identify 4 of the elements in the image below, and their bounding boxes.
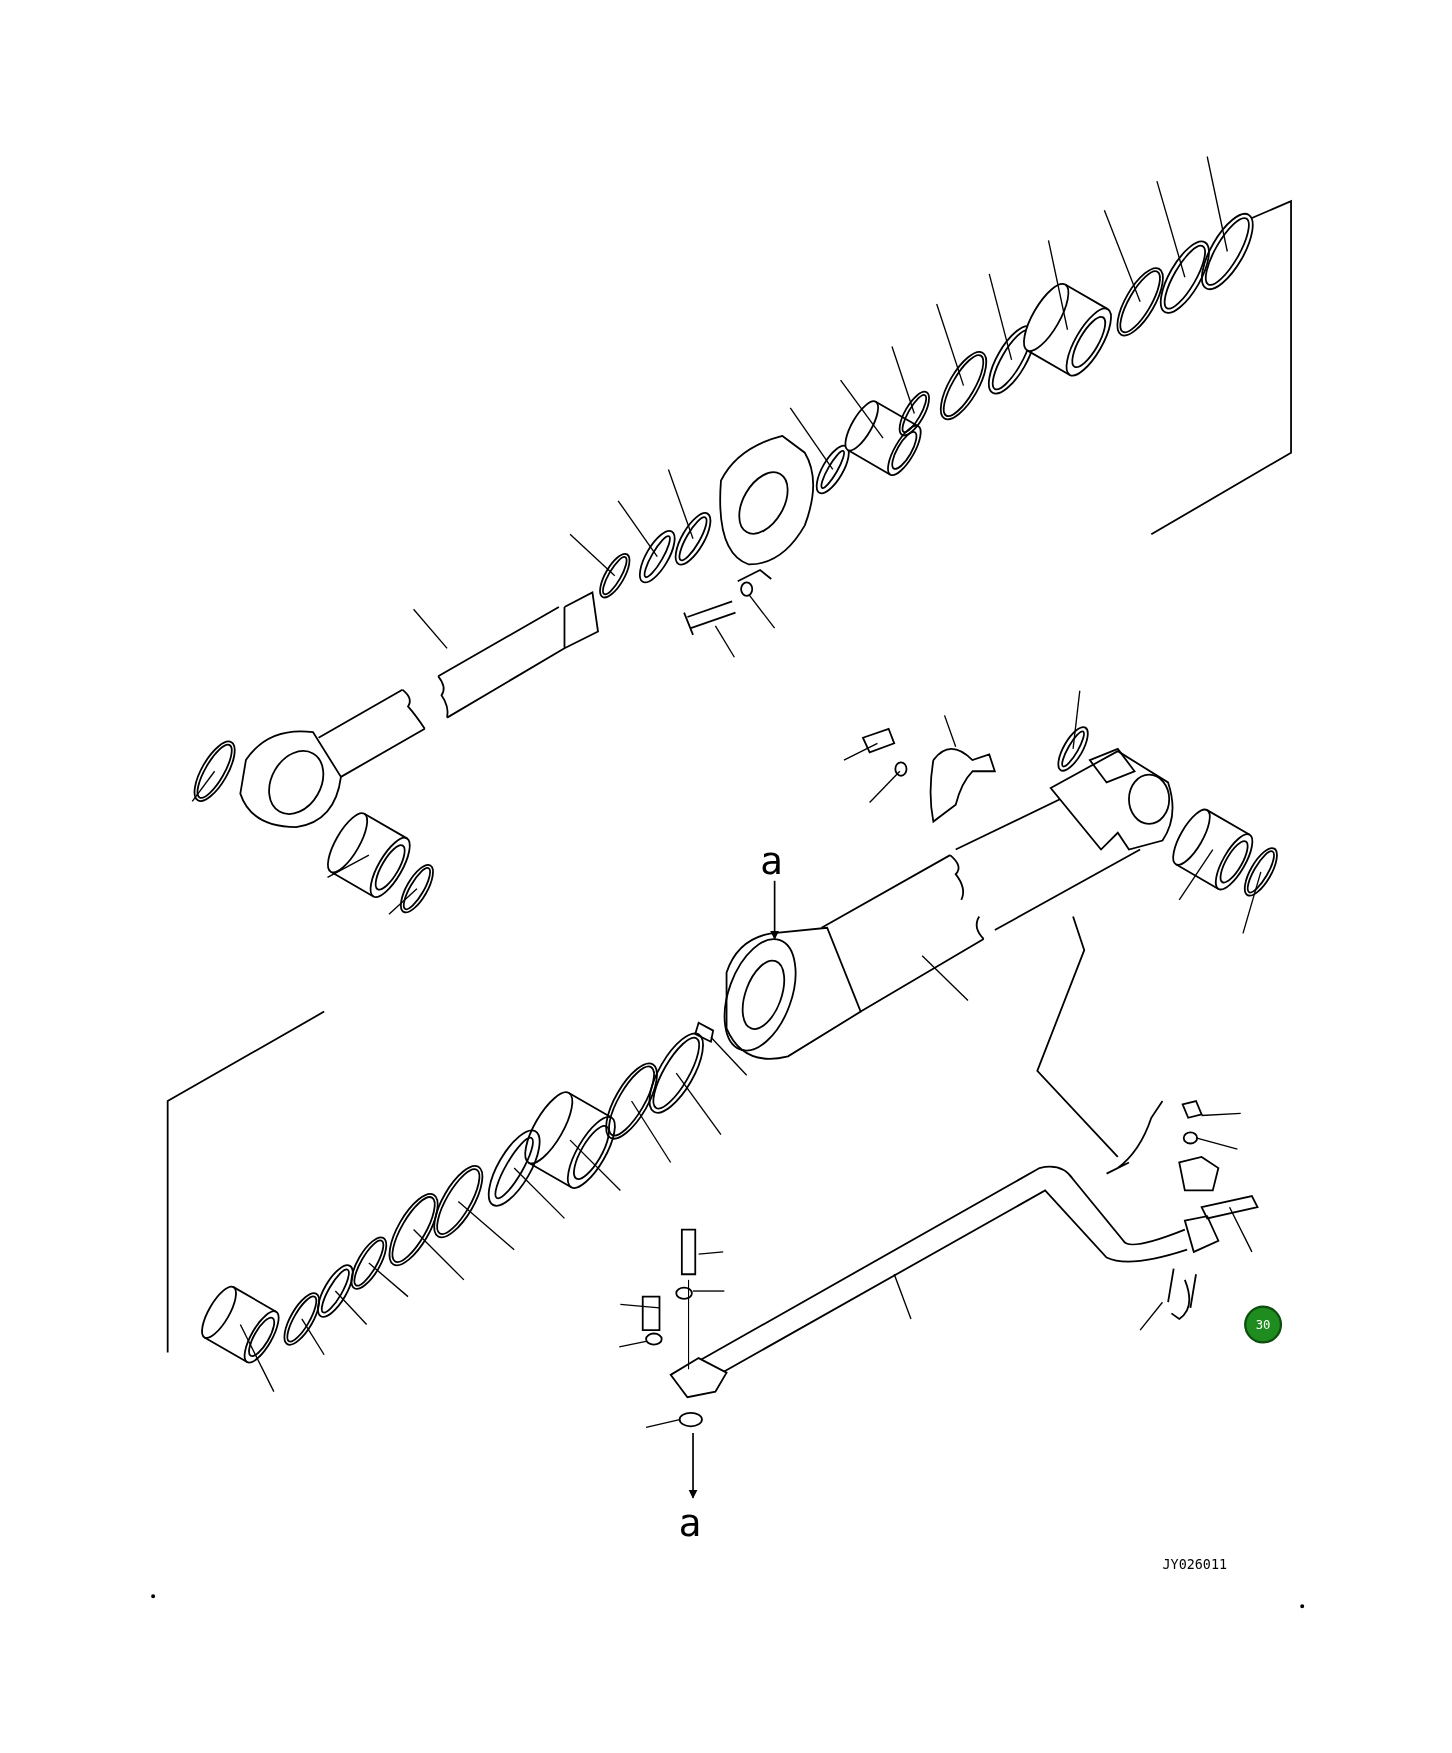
reference-letter: a bbox=[760, 838, 783, 884]
drawing-number: JY026011 bbox=[1162, 1557, 1228, 1573]
number-badge: 30 bbox=[1244, 1305, 1283, 1344]
reference-letter: a bbox=[678, 1500, 702, 1545]
